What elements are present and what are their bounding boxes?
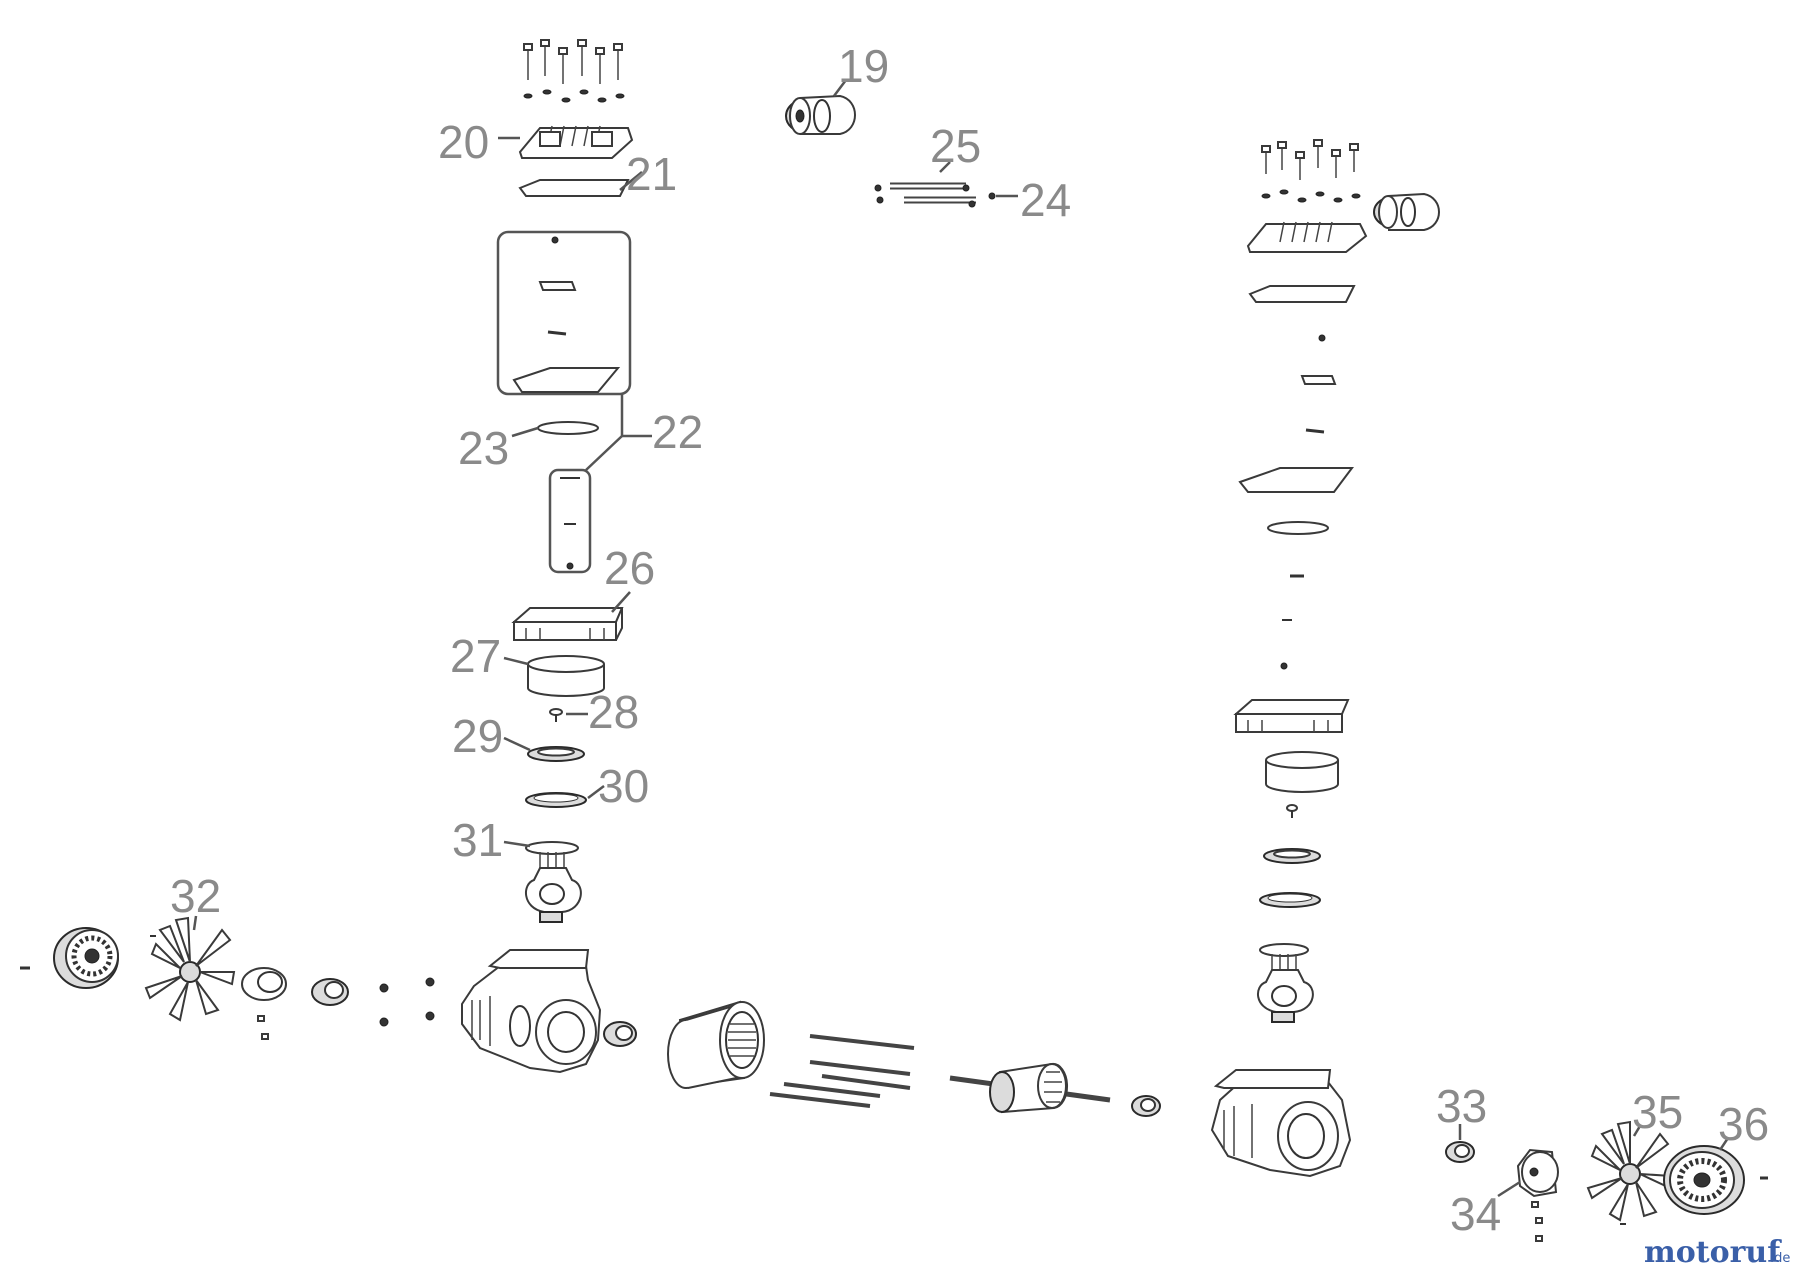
label-25: 25: [930, 120, 981, 172]
label-29: 29: [452, 710, 503, 762]
label-24: 24: [1020, 174, 1071, 226]
bearing-33: [1445, 1141, 1475, 1163]
label-36: 36: [1718, 1098, 1769, 1150]
counterweight-34: [1516, 1148, 1559, 1242]
screw-28: [549, 708, 563, 722]
cylinder-head-left: [518, 125, 634, 159]
valve-plate-group-box: [496, 230, 632, 396]
label-32: 32: [170, 870, 221, 922]
o-ring-left: [537, 421, 599, 435]
cylinder-liner-box: [548, 468, 592, 574]
logo-text: motoruf: [1644, 1235, 1782, 1270]
label-34: 34: [1450, 1188, 1501, 1240]
right-cylinder-stack: [1233, 139, 1440, 1023]
label-31: 31: [452, 814, 503, 866]
crankcase-left: [461, 949, 602, 1074]
fan-cover-right: [1663, 1145, 1768, 1215]
fan-left: [144, 916, 236, 1022]
label-35: 35: [1632, 1086, 1683, 1138]
label-27: 27: [450, 630, 501, 682]
connecting-rod-left: [525, 841, 582, 923]
logo-suffix: .de: [1770, 1251, 1790, 1266]
cylinder-frame-left: [511, 607, 624, 641]
motor-stator: [667, 1000, 765, 1089]
label-30: 30: [598, 760, 649, 812]
fan-cover-left: [20, 927, 119, 989]
bearing-right: [1131, 1095, 1161, 1117]
motoruf-logo: motoruf .de: [1644, 1235, 1790, 1270]
head-bolts-left: [523, 39, 625, 103]
tie-rods: [769, 1034, 915, 1108]
label-23: 23: [458, 422, 509, 474]
motor-rotor: [949, 1062, 1111, 1114]
transfer-tubes: [874, 182, 976, 208]
bearing-left: [311, 978, 349, 1006]
nuts-left: [379, 977, 435, 1027]
piston-cup-retainer-left: [527, 746, 585, 762]
label-22: 22: [652, 406, 703, 458]
label-20: 20: [438, 116, 489, 168]
label-21: 21: [626, 148, 677, 200]
label-26: 26: [604, 542, 655, 594]
air-filter-top: [785, 94, 856, 135]
cylinder-sleeve-left: [527, 655, 605, 697]
label-19: 19: [838, 40, 889, 92]
bearing-middle: [603, 1021, 637, 1047]
fitting-24: [988, 192, 996, 200]
head-gasket-left: [518, 179, 630, 197]
label-28: 28: [588, 686, 639, 738]
crank-counterweight: [241, 967, 287, 1040]
label-33: 33: [1436, 1080, 1487, 1132]
crankcase-right: [1210, 1069, 1352, 1178]
